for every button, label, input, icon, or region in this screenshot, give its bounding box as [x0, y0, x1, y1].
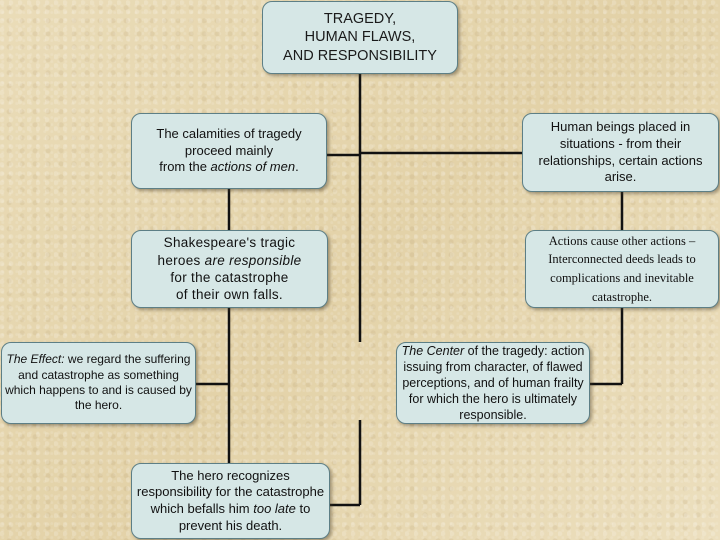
calamities-box: The calamities of tragedy proceed mainly…: [131, 113, 327, 189]
center-text: of the tragedy: action issuing from char…: [402, 344, 585, 422]
title-box: TRAGEDY, HUMAN FLAWS, AND RESPONSIBILITY: [262, 1, 458, 74]
human-beings-text: Human beings placed in situations - from…: [538, 119, 703, 185]
recognizes-end: to prevent his death.: [178, 501, 311, 533]
calamities-end: .: [295, 159, 299, 175]
human-beings-box: Human beings placed in situations - from…: [522, 113, 719, 192]
shakespeare-italic: are responsible: [204, 252, 302, 268]
calamities-italic: actions of men: [210, 159, 296, 175]
calamities-text: The calamities of tragedy proceed mainly…: [156, 126, 302, 175]
recognizes-text: The hero recognizes responsibility for t…: [136, 467, 325, 516]
center-italic: The Center: [401, 344, 465, 358]
shakespeare-box: Shakespeare's tragic heroes are responsi…: [131, 230, 328, 308]
shakespeare-post: for the catastrophe of their own falls.: [170, 270, 289, 303]
title-line-2: HUMAN FLAWS,: [304, 29, 416, 46]
title-line-1: TRAGEDY,: [323, 10, 397, 27]
effect-italic: The Effect:: [6, 352, 65, 367]
actions-text: Actions cause other actions – Interconne…: [548, 233, 696, 304]
shakespeare-pre: Shakespeare's tragic heroes: [157, 235, 296, 268]
effect-text: we regard the suffering and catastrophe …: [5, 352, 192, 413]
title-line-3: AND RESPONSIBILITY: [283, 47, 437, 64]
actions-box: Actions cause other actions – Interconne…: [525, 230, 719, 308]
center-box: The Center of the tragedy: action issuin…: [396, 342, 590, 424]
recognizes-italic: too late: [253, 501, 296, 516]
recognizes-box: The hero recognizes responsibility for t…: [131, 463, 330, 539]
effect-box: The Effect: we regard the suffering and …: [1, 342, 196, 424]
